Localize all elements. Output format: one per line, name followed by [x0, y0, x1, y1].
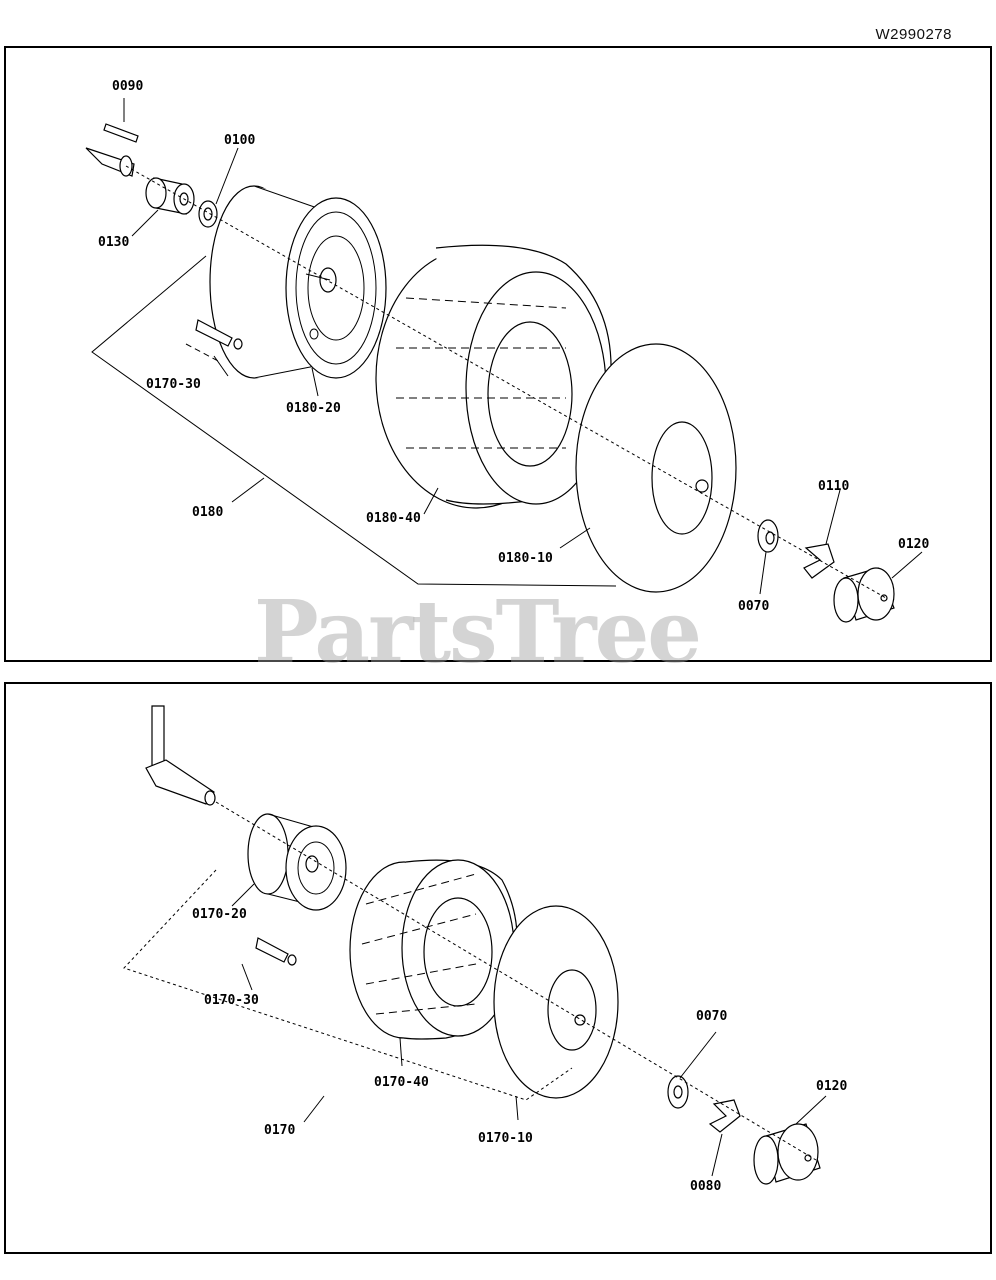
label-0070[interactable]: 0070 — [738, 599, 769, 614]
label-0170-30[interactable]: 0170-30 — [146, 377, 201, 392]
label-0130[interactable]: 0130 — [98, 235, 129, 250]
label-0180-20[interactable]: 0180-20 — [286, 401, 341, 416]
front-wheel-assembly-drawing: 0170-20 0170-30 0170-40 0170 0170-10 007… — [123, 705, 847, 1194]
washer-part-0070[interactable] — [667, 1075, 689, 1109]
label-0170[interactable]: 0170 — [264, 1123, 295, 1138]
label-0170-40[interactable]: 0170-40 — [374, 1075, 429, 1090]
label-0170-10[interactable]: 0170-10 — [478, 1131, 533, 1146]
rear-wheel-assembly-drawing: 0090 0100 0130 0170-30 0180-20 0180 0180… — [85, 79, 929, 623]
label-0120[interactable]: 0120 — [816, 1079, 847, 1094]
label-0170-30[interactable]: 0170-30 — [204, 993, 259, 1008]
washer-part-0100[interactable] — [198, 200, 218, 228]
label-0090[interactable]: 0090 — [112, 79, 143, 94]
hub-cap-part-0120[interactable] — [833, 567, 895, 623]
label-0100[interactable]: 0100 — [224, 133, 255, 148]
e-clip-part-0110[interactable] — [803, 543, 835, 579]
tire-part-0180-40[interactable] — [375, 244, 612, 509]
washer-part-0070[interactable] — [757, 519, 779, 553]
key-part-0090[interactable] — [103, 123, 139, 143]
inner-tube-part-0180-10[interactable] — [575, 343, 737, 593]
axle-end — [85, 147, 135, 177]
label-0070[interactable]: 0070 — [696, 1009, 727, 1024]
label-0080[interactable]: 0080 — [690, 1179, 721, 1194]
bushing-part-0130[interactable] — [145, 177, 195, 215]
label-0180-40[interactable]: 0180-40 — [366, 511, 421, 526]
inner-tube-part-0170-10[interactable] — [493, 905, 619, 1099]
rim-part-0170-20[interactable] — [247, 813, 347, 911]
bottom-assembly-panel: 0170-20 0170-30 0170-40 0170 0170-10 007… — [4, 682, 992, 1254]
label-0110[interactable]: 0110 — [818, 479, 849, 494]
valve-stem-part-0170-30[interactable] — [185, 319, 243, 363]
spindle — [145, 705, 216, 806]
diagram-reference-number: W2990278 — [875, 26, 952, 43]
valve-stem-part-0170-30[interactable] — [255, 937, 297, 966]
top-assembly-panel: 0090 0100 0130 0170-30 0180-20 0180 0180… — [4, 46, 992, 662]
hub-cap-part-0120[interactable] — [753, 1123, 821, 1185]
label-0180-10[interactable]: 0180-10 — [498, 551, 553, 566]
e-clip-part-0080[interactable] — [708, 1099, 741, 1133]
partstree-watermark: PartsTree — [254, 582, 702, 683]
label-0120[interactable]: 0120 — [898, 537, 929, 552]
label-0180[interactable]: 0180 — [192, 505, 223, 520]
tire-part-0170-40[interactable] — [349, 859, 518, 1040]
rim-part-0180-20[interactable] — [209, 185, 387, 379]
label-0170-20[interactable]: 0170-20 — [192, 907, 247, 922]
